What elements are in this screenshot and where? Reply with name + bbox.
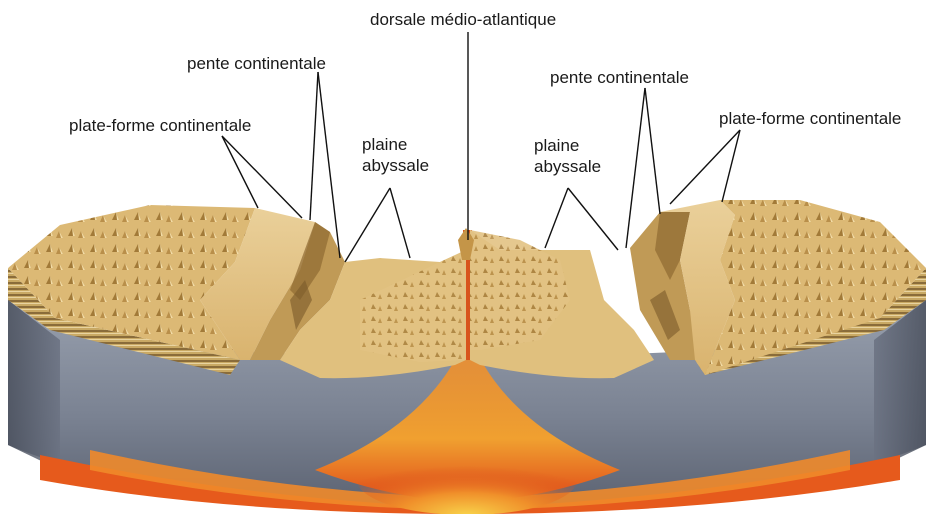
label-shelf-left: plate-forme continentale <box>69 115 251 136</box>
leader-shelf-right-b <box>722 130 740 202</box>
label-ridge: dorsale médio-atlantique <box>370 9 556 30</box>
magma-core <box>357 445 577 514</box>
label-plain-right-line1: plaine <box>534 135 614 156</box>
leader-plain-right-b <box>568 188 618 250</box>
leader-plain-right-a <box>545 188 568 248</box>
label-plain-right: plaine abyssale <box>534 135 614 177</box>
leader-plain-left-b <box>390 188 410 258</box>
label-plain-left-line1: plaine <box>362 134 442 155</box>
label-slope-left: pente continentale <box>187 53 326 74</box>
leader-slope-left-a <box>310 72 318 220</box>
label-shelf-right: plate-forme continentale <box>719 108 901 129</box>
leader-shelf-left-a <box>222 136 258 208</box>
label-plain-left-line2: abyssale <box>362 155 442 176</box>
leader-slope-right-b <box>645 88 660 214</box>
label-plain-left: plaine abyssale <box>362 134 442 176</box>
leader-shelf-right-a <box>670 130 740 204</box>
label-plain-right-line2: abyssale <box>534 156 614 177</box>
label-slope-right: pente continentale <box>550 67 689 88</box>
leader-slope-right-a <box>626 88 645 248</box>
leader-shelf-left-b <box>222 136 302 218</box>
leader-plain-left-a <box>345 188 390 262</box>
